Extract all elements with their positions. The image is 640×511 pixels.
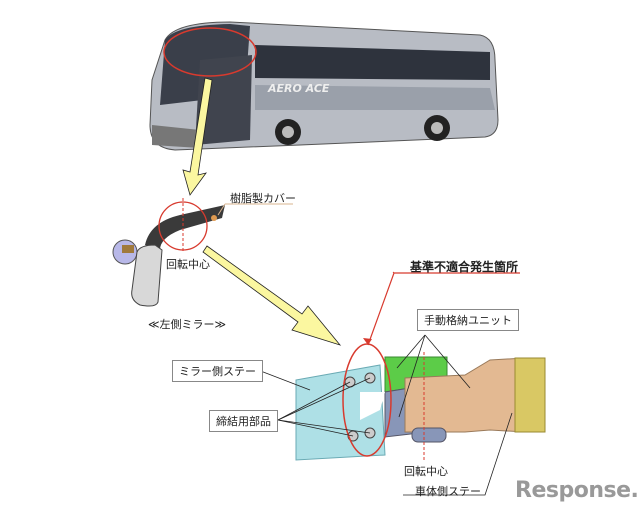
mirror-side-stay-label: ミラー側ステー [172,360,263,382]
mirror-unit-detail [295,356,546,461]
arrow-to-detail [202,245,342,346]
arrow-to-mirror [182,77,213,196]
left-mirror-caption: ≪左側ミラー≫ [148,318,227,331]
response-watermark: Response. [515,478,639,503]
fastening-parts-label: 締結用部品 [209,410,278,432]
bus-mirror-highlight [163,27,257,77]
bus-brand-text: AERO ACE [267,82,330,95]
fastening-highlight [342,343,392,457]
leader-lines [257,334,513,496]
body-side-stay-label: 車体側ステー [415,485,481,498]
resin-cover-label: 樹脂製カバー [230,192,296,205]
nonconformity-location-label: 基準不適合発生箇所 [410,260,519,274]
rotation-center-detail-label: 回転中心 [404,465,448,478]
manual-fold-unit-label: 手動格納ユニット [417,309,519,331]
bus-illustration: AERO ACE [149,21,499,151]
nonconformity-leader [367,272,520,346]
rotation-center-label: 回転中心 [166,258,210,271]
